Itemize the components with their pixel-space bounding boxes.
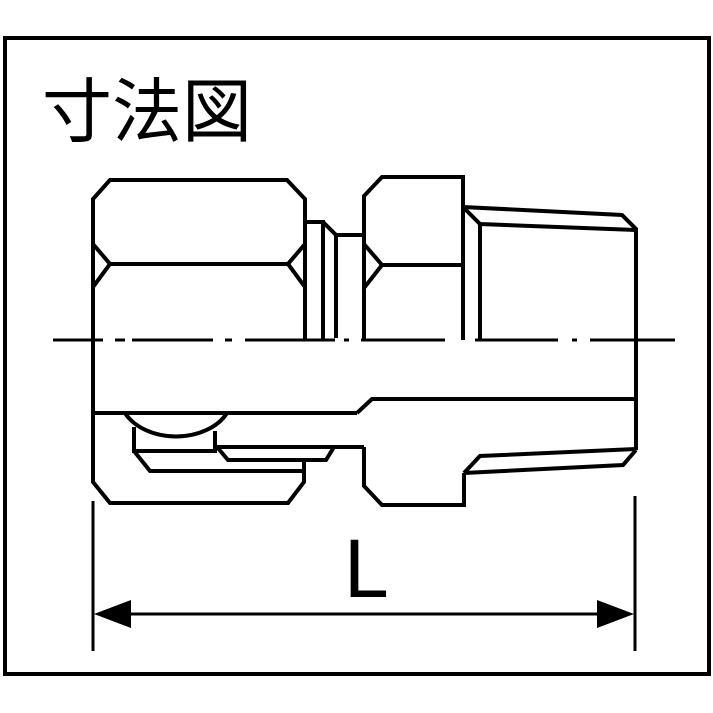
arrow-right-icon — [597, 600, 634, 628]
ferrule-section — [123, 411, 364, 473]
dimension-label-L: L — [343, 526, 387, 616]
border — [3, 36, 711, 676]
body-hex-upper — [362, 175, 465, 340]
dimension-line-L — [91, 496, 637, 651]
sleeve-step — [305, 220, 364, 340]
left-nut-upper — [91, 178, 307, 340]
arrow-left-icon — [94, 600, 131, 628]
drawing-title: 寸法図 — [42, 71, 252, 153]
male-thread-upper — [461, 205, 638, 352]
body-section — [355, 340, 638, 507]
